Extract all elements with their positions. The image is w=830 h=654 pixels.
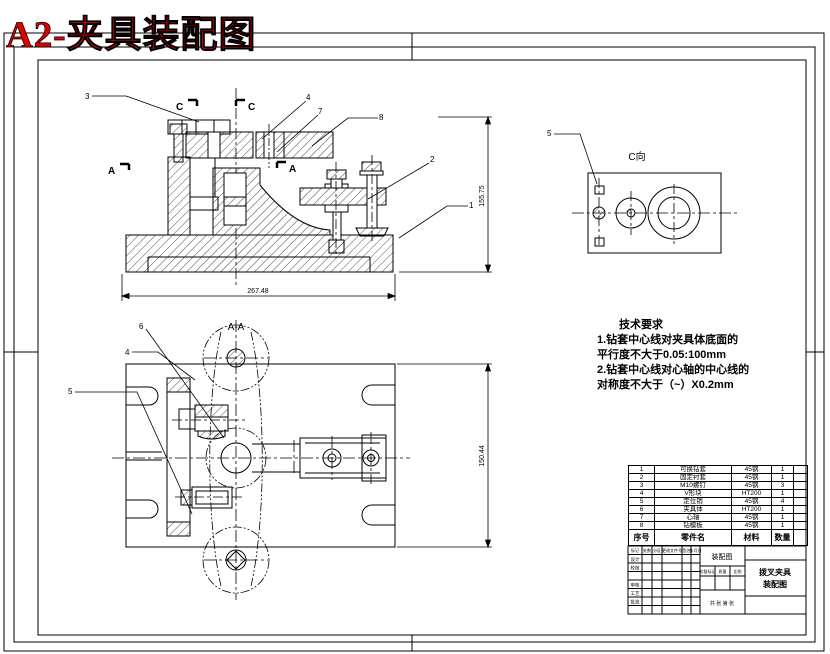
front-view-dimensions [120, 115, 492, 301]
mid-label: 阶段标记 [700, 568, 716, 574]
rev-header: 处数 [643, 547, 651, 553]
tech-requirements-title: 技术要求 [619, 319, 663, 331]
rev-header: 更改文件号 [662, 547, 682, 553]
sign-label: 批准 [631, 599, 640, 606]
section-label-a-right: A [289, 164, 296, 175]
section-label-a-left: A [108, 166, 115, 177]
product-name-line1: 拨叉夹具 [759, 567, 791, 577]
c-view [572, 172, 738, 254]
mid-label: 比例 [734, 568, 742, 574]
title-block-grid [627, 545, 807, 615]
section-view-leaders [75, 328, 225, 515]
section-marks: C C A A [108, 98, 296, 177]
section-view-label: A-A [228, 322, 245, 333]
title-block-text: 装配图 拨叉夹具 装配图 标记 处数 分区 更改文件号 签名 年月日 设计 校核… [631, 547, 792, 607]
balloon: 3 [85, 92, 90, 101]
tech-requirements: 技术要求 1.钻套中心线对夹具体底面的 平行度不大于0.05:100mm 2.钻… [597, 318, 825, 393]
balloon: 4 [125, 348, 130, 357]
product-name-line2: 装配图 [762, 579, 787, 589]
rev-header: 分区 [653, 547, 661, 553]
front-view-balloons: 3 4 7 8 2 1 [85, 92, 474, 210]
sign-label: 审核 [631, 582, 640, 589]
section-view-dimension [397, 362, 492, 549]
section-label-c-left: C [176, 102, 183, 113]
tech-requirement-line: 1.钻套中心线对夹具体底面的 [597, 334, 739, 346]
sign-label: 设计 [631, 556, 640, 563]
c-view-leader [554, 133, 598, 185]
rev-header: 年月日 [690, 547, 702, 553]
rev-header: 标记 [631, 547, 639, 553]
tech-requirement-line: 对称度不大于（~）X0.2mm [597, 379, 734, 391]
rev-header: 签名 [683, 547, 691, 553]
sheet-info: 共 张 第 张 [710, 600, 734, 607]
sign-label: 工艺 [631, 591, 640, 596]
front-view [125, 88, 394, 286]
balloon: 4 [306, 93, 311, 102]
table-header-row: 序号零件名材料数量 [628, 529, 808, 546]
balloon: 5 [68, 387, 73, 396]
mid-label: 质量 [719, 568, 727, 574]
tech-requirement-line: 2.钻套中心线对心轴的中心线的 [597, 364, 750, 376]
section-view-aa [112, 320, 410, 600]
balloon: 6 [139, 322, 144, 331]
section-view-balloons: 6 4 5 [68, 322, 144, 396]
doc-type: 装配图 [712, 552, 733, 561]
front-view-leaders [92, 95, 468, 239]
dim-front-height: 155.75 [479, 185, 486, 207]
c-view-label: C向 [628, 150, 645, 163]
balloon: 7 [318, 107, 323, 116]
balloon: 2 [430, 155, 435, 164]
tech-requirement-line: 平行度不大于0.05:100mm [597, 349, 726, 361]
balloon: 1 [469, 201, 474, 210]
drawing-title: A2-夹具装配图 [6, 15, 257, 57]
dim-front-width: 267.48 [247, 288, 269, 295]
balloon: 5 [547, 129, 552, 138]
sign-label: 校核 [631, 565, 640, 572]
section-label-c-right: C [248, 102, 255, 113]
sheet-border [3, 32, 825, 652]
balloon: 8 [379, 113, 384, 122]
dim-aa-height: 150.44 [479, 445, 486, 467]
